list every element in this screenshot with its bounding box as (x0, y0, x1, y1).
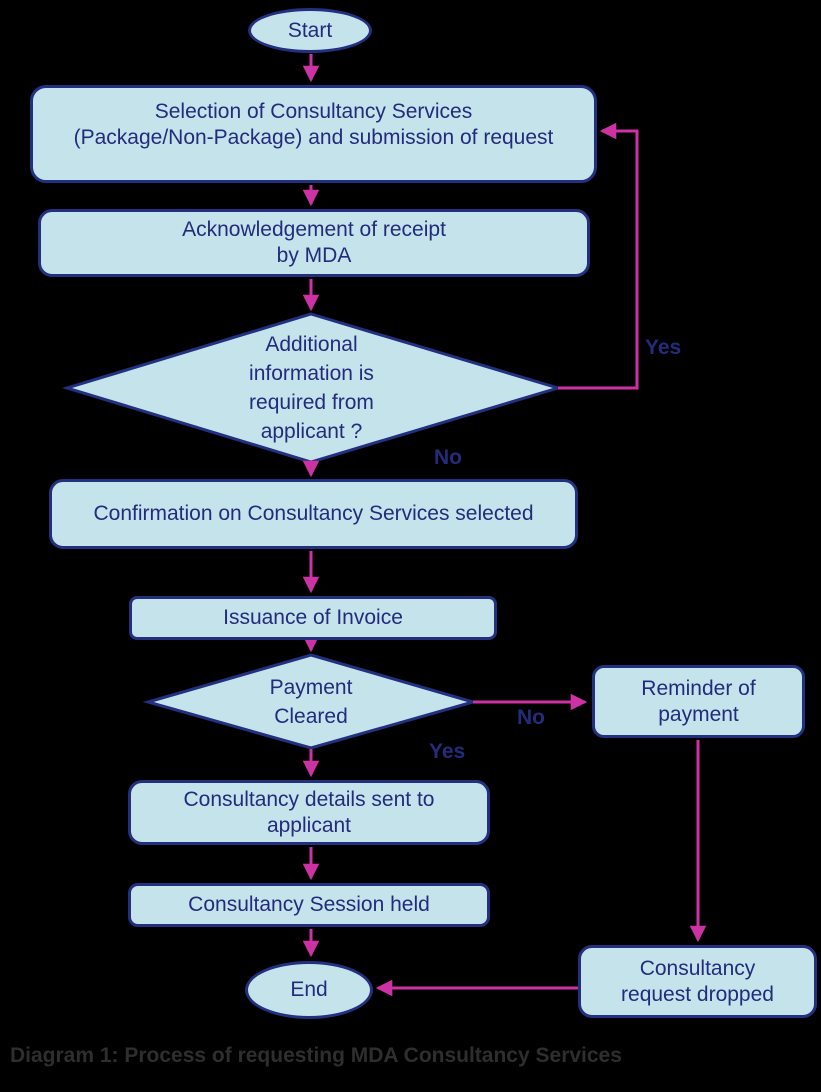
node-selection: Selection of Consultancy Services (Packa… (30, 85, 597, 183)
payment-cleared-diamond (142, 653, 479, 750)
node-invoice: Issuance of Invoice (129, 596, 497, 640)
node-acknowledgement-label: Acknowledgement of receipt by MDA (182, 218, 446, 267)
node-invoice-label: Issuance of Invoice (223, 606, 403, 629)
node-confirmation-label: Confirmation on Consultancy Services sel… (93, 502, 534, 525)
edge-additional-info-yes-loop (558, 122, 639, 390)
branch-label-additional-no: No (434, 446, 462, 469)
node-reminder: Reminder of payment (592, 665, 805, 738)
node-start-label: Start (287, 18, 333, 42)
node-session: Consultancy Session held (128, 883, 490, 927)
node-selection-label: Selection of Consultancy Services (Packa… (73, 100, 554, 149)
node-reminder-label: Reminder of payment (641, 676, 756, 726)
node-additional-info-label: Additional information is required from … (249, 333, 374, 443)
node-details-label: Consultancy details sent to applicant (183, 787, 435, 837)
branch-label-payment-no: No (517, 706, 545, 729)
node-start: Start (248, 8, 372, 53)
branch-label-additional-yes: Yes (645, 336, 682, 359)
node-details: Consultancy details sent to applicant (128, 780, 490, 845)
node-confirmation: Confirmation on Consultancy Services sel… (49, 479, 578, 549)
node-session-label: Consultancy Session held (188, 893, 430, 916)
node-end: End (245, 961, 373, 1019)
diagram-caption: Diagram 1: Process of requesting MDA Con… (10, 1044, 622, 1067)
node-payment-label: Payment Cleared (269, 676, 353, 728)
branch-label-payment-yes: Yes (429, 740, 466, 763)
node-end-label: End (290, 978, 328, 1001)
node-dropped-label: Consultancy request dropped (621, 956, 774, 1006)
node-acknowledgement: Acknowledgement of receipt by MDA (38, 209, 590, 277)
node-dropped: Consultancy request dropped (578, 945, 817, 1018)
